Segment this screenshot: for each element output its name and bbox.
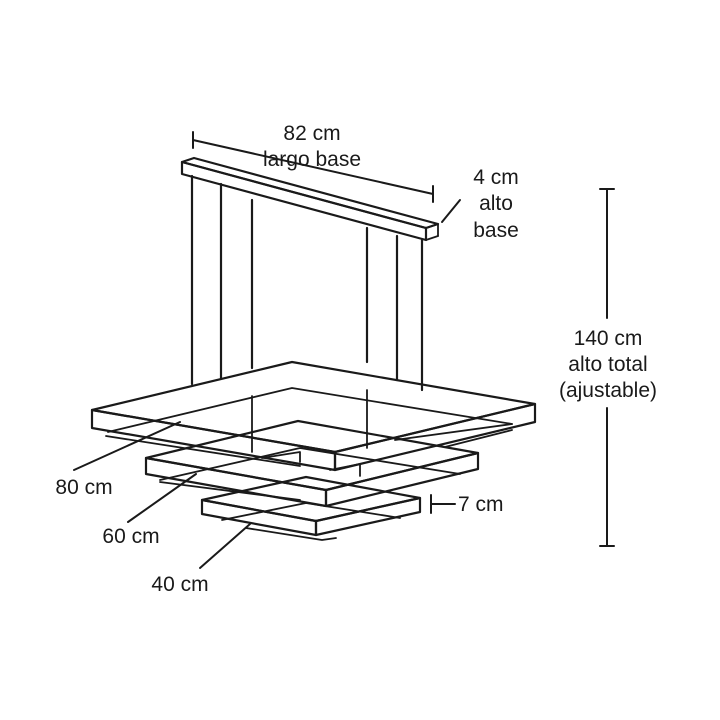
total-height-caption-2: (ajustable) xyxy=(559,379,657,402)
frame-60 xyxy=(144,419,480,508)
frame-height-value: 7 cm xyxy=(458,493,504,516)
dimension-base-length: 82 cm largo base xyxy=(192,122,434,203)
frame-40-label: 40 cm xyxy=(151,573,208,596)
frame-40 xyxy=(200,475,422,541)
frame-60-label: 60 cm xyxy=(102,525,159,548)
callout-frame-60: 60 cm xyxy=(102,473,197,548)
base-height-value: 4 cm xyxy=(473,166,519,189)
dimension-frame-height: 7 cm xyxy=(430,493,504,516)
total-height-caption-1: alto total xyxy=(568,353,647,376)
base-height-caption-2: base xyxy=(473,219,519,242)
ceiling-base xyxy=(180,156,440,242)
callout-frame-80: 80 cm xyxy=(55,421,181,499)
total-height-value: 140 cm xyxy=(574,327,643,350)
frame-80 xyxy=(90,360,537,472)
dimension-base-height: 4 cm alto base xyxy=(441,166,519,242)
base-length-value: 82 cm xyxy=(283,122,340,145)
base-height-caption-1: alto xyxy=(479,192,513,215)
callout-frame-40: 40 cm xyxy=(151,523,251,596)
frame-80-label: 80 cm xyxy=(55,476,112,499)
dimension-total-height: 140 cm alto total (ajustable) xyxy=(559,188,657,547)
suspension-rods xyxy=(190,174,424,453)
base-length-caption: largo base xyxy=(263,148,361,171)
